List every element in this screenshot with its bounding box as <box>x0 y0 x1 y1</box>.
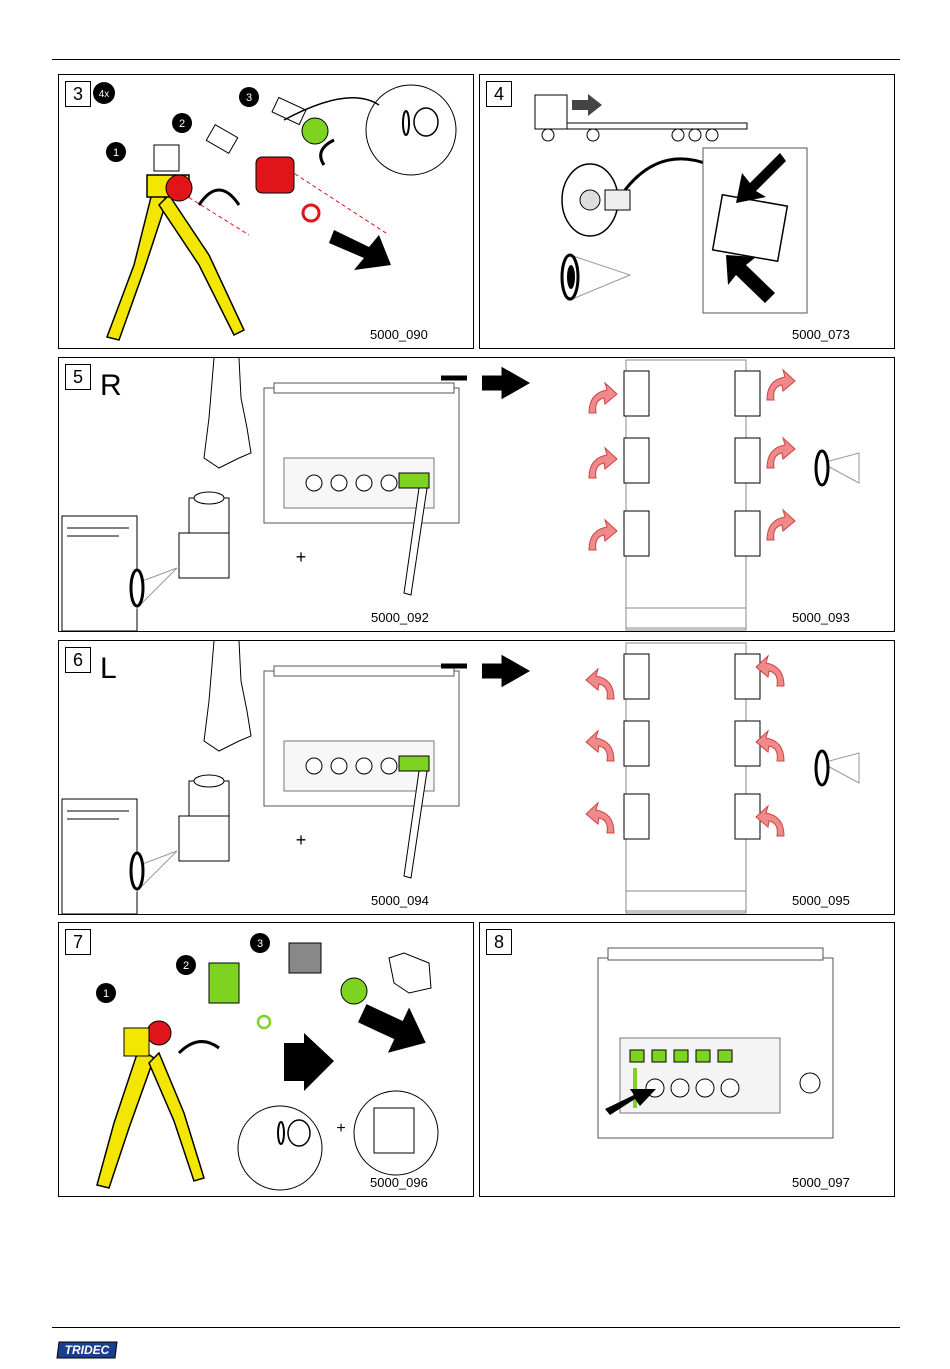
panel-step-8: 8 5000_097 <box>479 922 895 1197</box>
rotate-right-icons <box>589 370 795 550</box>
part-label-3: 3 <box>246 92 252 104</box>
panel-step-6: 6 L + <box>58 640 895 915</box>
o-ring-icon <box>303 205 319 221</box>
valve-bank-front <box>624 643 760 913</box>
figure-code: 5000_096 <box>370 1175 428 1190</box>
valve-bank-front <box>624 360 760 630</box>
figure-code-left: 5000_094 <box>371 893 429 908</box>
header-rule <box>52 59 900 60</box>
part-label-3: 3 <box>257 938 263 950</box>
illustration-truck <box>480 75 895 349</box>
figure-code: 5000_097 <box>792 1175 850 1190</box>
part-label-1: 1 <box>113 147 119 159</box>
arrow-icon <box>329 230 391 270</box>
illustration-disassembly: 4x 1 2 3 <box>59 75 474 349</box>
valve-block-icon <box>598 948 833 1138</box>
o-ring-icon <box>258 1016 270 1028</box>
plus-sign: + <box>296 830 307 850</box>
arrow-icon <box>284 1033 334 1091</box>
panel-step-4: 4 5000_073 <box>479 74 895 349</box>
footer-rule <box>52 1327 900 1328</box>
tridec-logo: TRIDEC <box>55 1341 119 1359</box>
part-label-2: 2 <box>183 960 189 972</box>
detail-magnifier <box>366 85 456 175</box>
illustration-valves-left: + <box>59 641 895 915</box>
instruction-card <box>62 799 137 914</box>
instruction-card <box>62 516 137 631</box>
eye-icon <box>816 451 859 485</box>
illustration-valves-right: + <box>59 358 895 632</box>
badge-4x-label: 4x <box>99 89 110 100</box>
green-solenoid-icon <box>209 963 239 1003</box>
detail-magnifier <box>238 1106 322 1190</box>
valve-cap-icon <box>179 775 229 861</box>
figure-code-left: 5000_092 <box>371 610 429 625</box>
hand-icon <box>204 641 251 751</box>
red-solenoid-icon <box>256 157 294 193</box>
hand-icon <box>204 358 251 468</box>
panel-step-7: 7 1 2 3 + 5000_096 <box>58 922 474 1197</box>
figure-code-right: 5000_093 <box>792 610 850 625</box>
tank-icon <box>562 164 630 236</box>
green-nut-icon <box>341 978 367 1004</box>
valve-block-icon <box>264 666 459 806</box>
hand-icon <box>389 953 431 993</box>
illustration-assembly: 1 2 3 + <box>59 923 474 1197</box>
part-label-1: 1 <box>103 988 109 1000</box>
eye-icon <box>562 255 630 300</box>
valve-cap-icon <box>179 492 229 578</box>
panel-step-5: 5 R + <box>58 357 895 632</box>
green-nut-icon <box>302 118 328 144</box>
eye-icon <box>816 751 859 785</box>
valve-block-icon <box>264 383 459 523</box>
panel-step-3: 3 4x 1 2 3 5000_ <box>58 74 474 349</box>
gray-solenoid-icon <box>289 943 321 973</box>
figure-code: 5000_090 <box>370 327 428 342</box>
plus-sign: + <box>296 547 307 567</box>
part-label-2: 2 <box>179 118 185 130</box>
illustration-valve-block-assembled <box>480 923 895 1197</box>
figure-code: 5000_073 <box>792 327 850 342</box>
figure-code-right: 5000_095 <box>792 893 850 908</box>
rotate-arrow-icon <box>199 190 239 205</box>
pliers-icon <box>107 145 244 340</box>
truck-icon <box>535 95 747 141</box>
logo-text: TRIDEC <box>55 1341 119 1359</box>
plus-sign: + <box>336 1120 345 1137</box>
